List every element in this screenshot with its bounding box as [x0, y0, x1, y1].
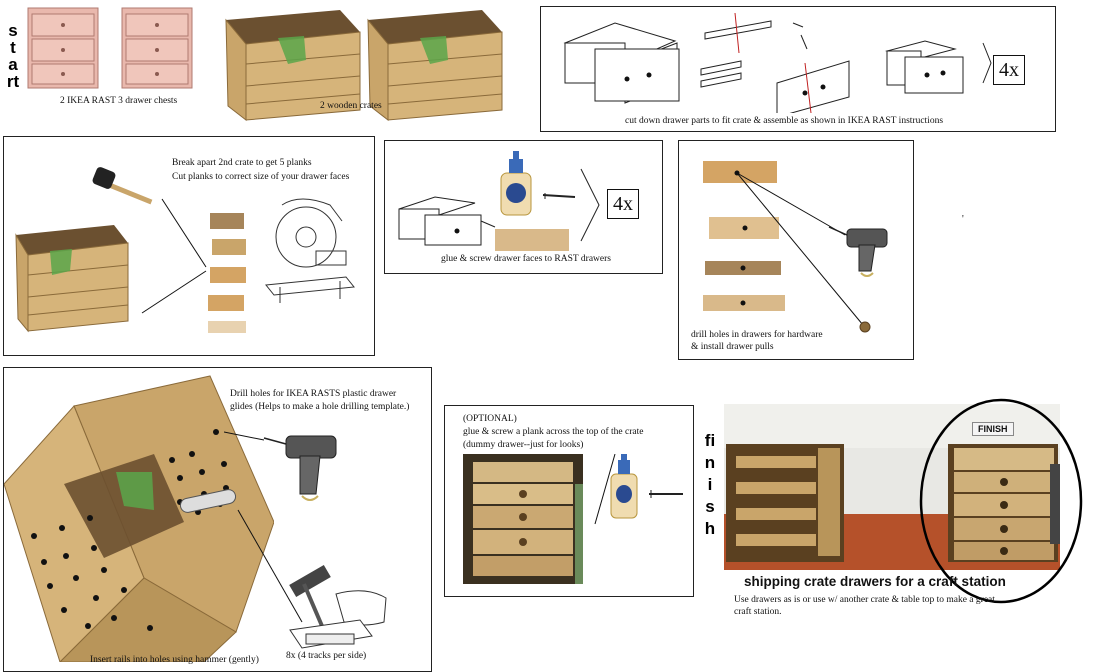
start-label: start: [6, 21, 20, 91]
crate-drawers-photo: [463, 454, 583, 584]
step-cut-drawers-panel: 4x cut down drawer parts to fit crate & …: [540, 6, 1056, 132]
finish-caption-1: Use drawers as is or use w/ another crat…: [734, 595, 995, 605]
install-pulls-caption: & install drawer pulls: [691, 342, 774, 352]
craft-station-photo: [724, 404, 1060, 570]
step-drill-glides-panel: Drill holes for IKEA RASTS plastic drawe…: [3, 367, 432, 672]
drill-glides-caption-2: glides (Helps to make a hole drilling te…: [230, 402, 410, 412]
step-glue-faces-panel: 4x glue & screw drawer faces to RAST dra…: [384, 140, 663, 274]
finish-highlight-ellipse: [919, 398, 1083, 604]
finish-label: finish: [704, 431, 716, 538]
drawer-pulls-illustration: [703, 161, 888, 333]
drill-holes-caption: drill holes in drawers for hardware: [691, 330, 823, 340]
finish-title: shipping crate drawers for a craft stati…: [744, 574, 1006, 589]
miter-saw-illustration: [265, 198, 355, 303]
wooden-crates-illustration: [225, 10, 503, 122]
cut-drawers-caption: cut down drawer parts to fit crate & ass…: [625, 116, 944, 126]
insert-rails-caption: Insert rails into holes using hammer (ge…: [90, 655, 259, 665]
drawer-parts-illustration: [563, 13, 992, 113]
optional-caption: (OPTIONAL): [463, 414, 517, 424]
glue-faces-caption: glue & screw drawer faces to RAST drawer…: [441, 254, 611, 264]
crate-with-hammer-illustration: [15, 167, 153, 333]
crates-caption: 2 wooden crates: [320, 101, 382, 111]
multiplier-4x-badge: 4x: [607, 189, 639, 219]
drill-glides-caption-1: Drill holes for IKEA RASTS plastic drawe…: [230, 389, 397, 399]
crate-with-holes-illustration: [4, 375, 274, 662]
stray-mark: ': [962, 214, 964, 225]
drill-and-hammer-illustration: [224, 431, 387, 649]
multiplier-4x-badge: 4x: [993, 55, 1025, 85]
step-optional-plank-panel: (OPTIONAL) glue & screw a plank across t…: [444, 405, 694, 597]
chests-caption: 2 IKEA RAST 3 drawer chests: [60, 96, 178, 106]
tracks-caption: 8x (4 tracks per side): [286, 651, 367, 661]
cut-planks-caption: Cut planks to correct size of your drawe…: [172, 172, 350, 182]
glue-and-screw-illustration: [594, 454, 683, 525]
step-cut-planks-panel: Break apart 2nd crate to get 5 planks Cu…: [3, 136, 375, 356]
cut-planks-illustration: [208, 213, 246, 333]
finish-caption-2: craft station.: [734, 607, 782, 617]
dummy-drawer-caption: (dummy drawer--just for looks): [463, 440, 584, 450]
finish-tag: FINISH: [972, 422, 1014, 436]
glue-plank-caption: glue & screw a plank across the top of t…: [463, 427, 644, 437]
drawer-face-illustration: [398, 151, 576, 251]
pointer-lines: [141, 198, 207, 314]
ikea-rast-chests-illustration: [27, 7, 193, 89]
break-crate-caption: Break apart 2nd crate to get 5 planks: [172, 158, 312, 168]
bracket: [580, 168, 600, 242]
step-drill-hardware-panel: drill holes in drawers for hardware & in…: [678, 140, 914, 360]
